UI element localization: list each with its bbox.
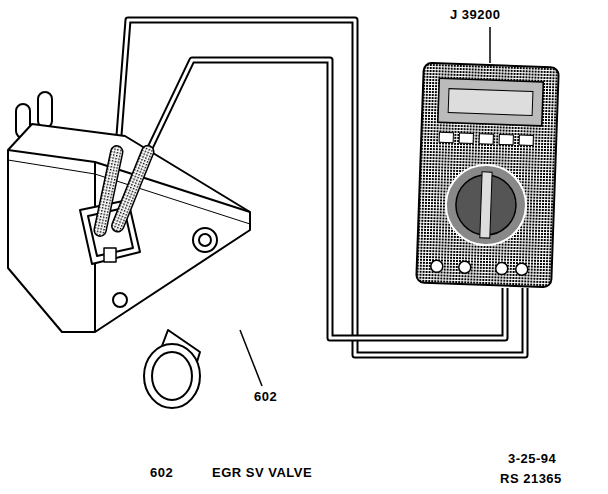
callout-number: 602 (150, 466, 173, 480)
egr-valve-body (8, 92, 250, 408)
callout-number: 602 (254, 390, 277, 404)
multimeter (416, 63, 559, 288)
leader-line (489, 27, 491, 63)
leader-line (240, 330, 262, 386)
date-code: 3-25-94 (508, 452, 556, 466)
tool-number: J 39200 (450, 8, 501, 22)
test-probe (93, 144, 156, 237)
part-name: EGR SV VALVE (212, 466, 312, 480)
reference-code: RS 21365 (500, 472, 562, 486)
